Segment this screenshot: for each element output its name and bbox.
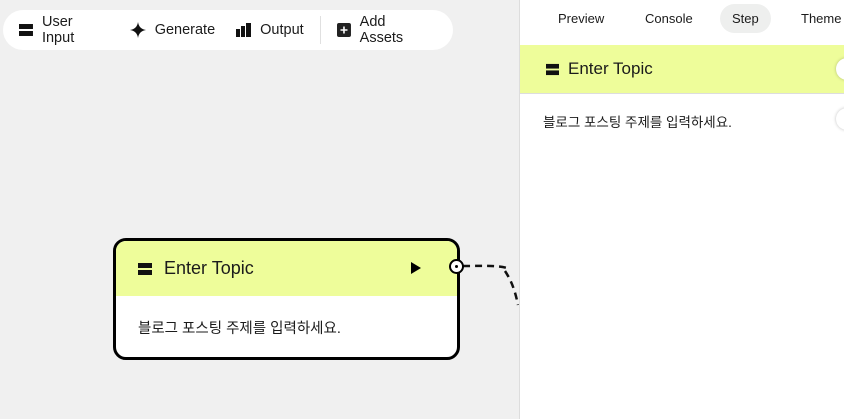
enter-topic-node[interactable]: Enter Topic 블로그 포스팅 주제를 입력하세요. [113, 238, 460, 360]
panel-edge-button[interactable] [836, 108, 844, 130]
tab-preview[interactable]: Preview [558, 11, 605, 26]
plus-square-icon [336, 23, 351, 37]
add-assets-label: Add Assets [359, 14, 404, 46]
output-button[interactable]: Output [236, 22, 304, 38]
output-chart-icon [236, 23, 252, 37]
generate-label: Generate [154, 22, 216, 38]
panel-edge-button[interactable] [836, 58, 844, 80]
output-label: Output [260, 22, 304, 38]
user-input-label: User Input [41, 14, 75, 46]
generate-button[interactable]: Generate [129, 22, 216, 38]
user-input-icon [138, 262, 152, 275]
run-step-icon[interactable] [411, 262, 421, 274]
node-description: 블로그 포스팅 주제를 입력하세요. [138, 321, 341, 337]
toolbar-divider [319, 16, 321, 44]
step-header: Enter Topic [520, 45, 844, 94]
add-assets-button[interactable]: Add Assets [336, 14, 432, 46]
node-header: Enter Topic [116, 241, 457, 296]
user-input-icon [19, 24, 33, 36]
sparkle-icon [129, 22, 146, 38]
user-input-button[interactable]: User Input [19, 14, 109, 46]
connection-edge [462, 264, 520, 306]
step-title: Enter Topic [568, 59, 653, 78]
panel-tabs: Preview Console Step Theme [520, 0, 844, 45]
output-port[interactable] [449, 259, 464, 274]
tab-console[interactable]: Console [645, 11, 693, 26]
tab-theme[interactable]: Theme [801, 11, 842, 26]
canvas-toolbar: User Input Generate Output Add Assets [3, 10, 453, 50]
tab-step[interactable]: Step [720, 4, 771, 33]
user-input-icon [546, 63, 559, 75]
step-description: 블로그 포스팅 주제를 입력하세요. [543, 115, 732, 130]
side-panel: Preview Console Step Theme Enter Topic 블… [519, 0, 844, 419]
node-title: Enter Topic [164, 258, 254, 278]
